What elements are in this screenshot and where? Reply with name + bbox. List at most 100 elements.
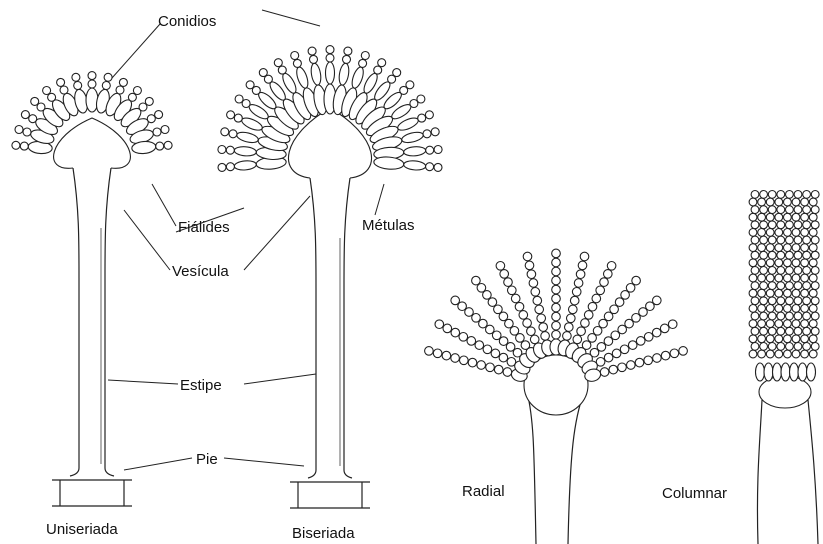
conidium	[477, 361, 486, 370]
conidium	[620, 345, 629, 354]
columnar-conidium	[784, 213, 792, 221]
conidium	[679, 347, 688, 356]
leader-pie-biseriada	[224, 458, 304, 466]
conidium	[582, 341, 591, 350]
columnar-conidium	[768, 267, 776, 275]
conidium	[615, 298, 624, 307]
columnar-conidium	[775, 350, 783, 358]
columnar-conidium	[777, 297, 785, 305]
conidium	[229, 130, 237, 138]
columnar-conidium	[777, 267, 785, 275]
label-uniseriada: Uniseriada	[46, 522, 118, 537]
leader-pie-uniseriada	[124, 458, 192, 470]
conidium	[569, 305, 578, 314]
columnar-conidium	[760, 282, 768, 290]
conidium	[523, 252, 532, 261]
stipe-right-wall	[105, 168, 114, 476]
columnar-phialide	[764, 363, 773, 381]
conidium	[361, 52, 369, 60]
conidium	[527, 327, 536, 336]
conidium	[573, 335, 582, 344]
columnar-conidium	[803, 206, 811, 214]
columnar-conidium	[760, 191, 768, 199]
columnar-conidium	[792, 213, 800, 221]
conidium	[161, 126, 169, 134]
columnar-conidium	[758, 213, 766, 221]
columnar-conidium	[809, 305, 817, 313]
columnar-conidium	[801, 289, 809, 297]
conidium	[668, 320, 677, 329]
conidium	[29, 115, 37, 123]
conidium	[505, 319, 514, 328]
columnar-conidium	[777, 221, 785, 229]
columnar-conidium	[803, 191, 811, 199]
columnar-conidium	[786, 236, 794, 244]
columnar-conidium	[777, 191, 785, 199]
columnar-conidium	[792, 198, 800, 206]
columnar-conidium	[760, 343, 768, 351]
columnar-conidium	[766, 213, 774, 221]
columnar-conidium	[749, 289, 757, 297]
conidium	[552, 330, 561, 339]
conidium	[475, 341, 484, 350]
conidium	[504, 278, 513, 287]
columnar-conidium	[749, 335, 757, 343]
columnar-conidium	[786, 267, 794, 275]
conidium	[218, 163, 226, 171]
columnar-conidium	[751, 327, 759, 335]
conidium	[574, 279, 583, 288]
columnar-conidium	[786, 206, 794, 214]
columnar-conidium	[749, 229, 757, 237]
conidium	[567, 314, 576, 323]
conidium	[577, 327, 586, 336]
columnar-conidium	[777, 343, 785, 351]
conidium	[417, 95, 425, 103]
columnar-conidium	[749, 213, 757, 221]
columnar-conidium	[766, 229, 774, 237]
conidium	[506, 343, 515, 352]
uniseriate-conidiophore	[12, 72, 172, 506]
conidium	[604, 353, 613, 362]
conidium	[593, 327, 602, 336]
conidium	[74, 82, 82, 90]
columnar-conidium	[811, 191, 819, 199]
columnar-conidium	[794, 327, 802, 335]
conidium	[423, 130, 431, 138]
conidium	[226, 146, 234, 154]
columnar-conidium	[784, 335, 792, 343]
conidium	[552, 258, 561, 267]
label-columnar: Columnar	[662, 486, 727, 501]
columnar-conidium	[758, 244, 766, 252]
columnar-conidium	[794, 267, 802, 275]
columnar-conidium	[768, 206, 776, 214]
columnar-conidium	[792, 305, 800, 313]
conidium	[570, 296, 579, 305]
columnar-conidium	[751, 251, 759, 259]
columnar-conidium	[760, 327, 768, 335]
leader-vesicula-biseriada	[244, 196, 310, 270]
columnar-conidium	[811, 343, 819, 351]
conidium	[584, 311, 593, 320]
conidium	[500, 270, 509, 279]
columnar-conidium	[777, 236, 785, 244]
conidium	[442, 351, 451, 360]
conidium	[374, 66, 382, 74]
phialide	[294, 66, 310, 90]
conidium	[104, 73, 112, 81]
conidium	[426, 163, 434, 171]
conidium	[234, 114, 242, 122]
conidium	[600, 278, 609, 287]
stipe-right-wall	[344, 178, 352, 478]
conidium	[609, 365, 618, 374]
conidium	[607, 262, 616, 271]
columnar-conidium	[811, 221, 819, 229]
columnar-stipe-right	[808, 400, 818, 544]
conidium	[378, 59, 386, 67]
conidium	[660, 324, 669, 333]
label-radial: Radial	[462, 484, 505, 499]
columnar-conidium	[811, 282, 819, 290]
columnar-conidium	[786, 343, 794, 351]
columnar-conidium	[786, 327, 794, 335]
columnar-conidium	[749, 305, 757, 313]
